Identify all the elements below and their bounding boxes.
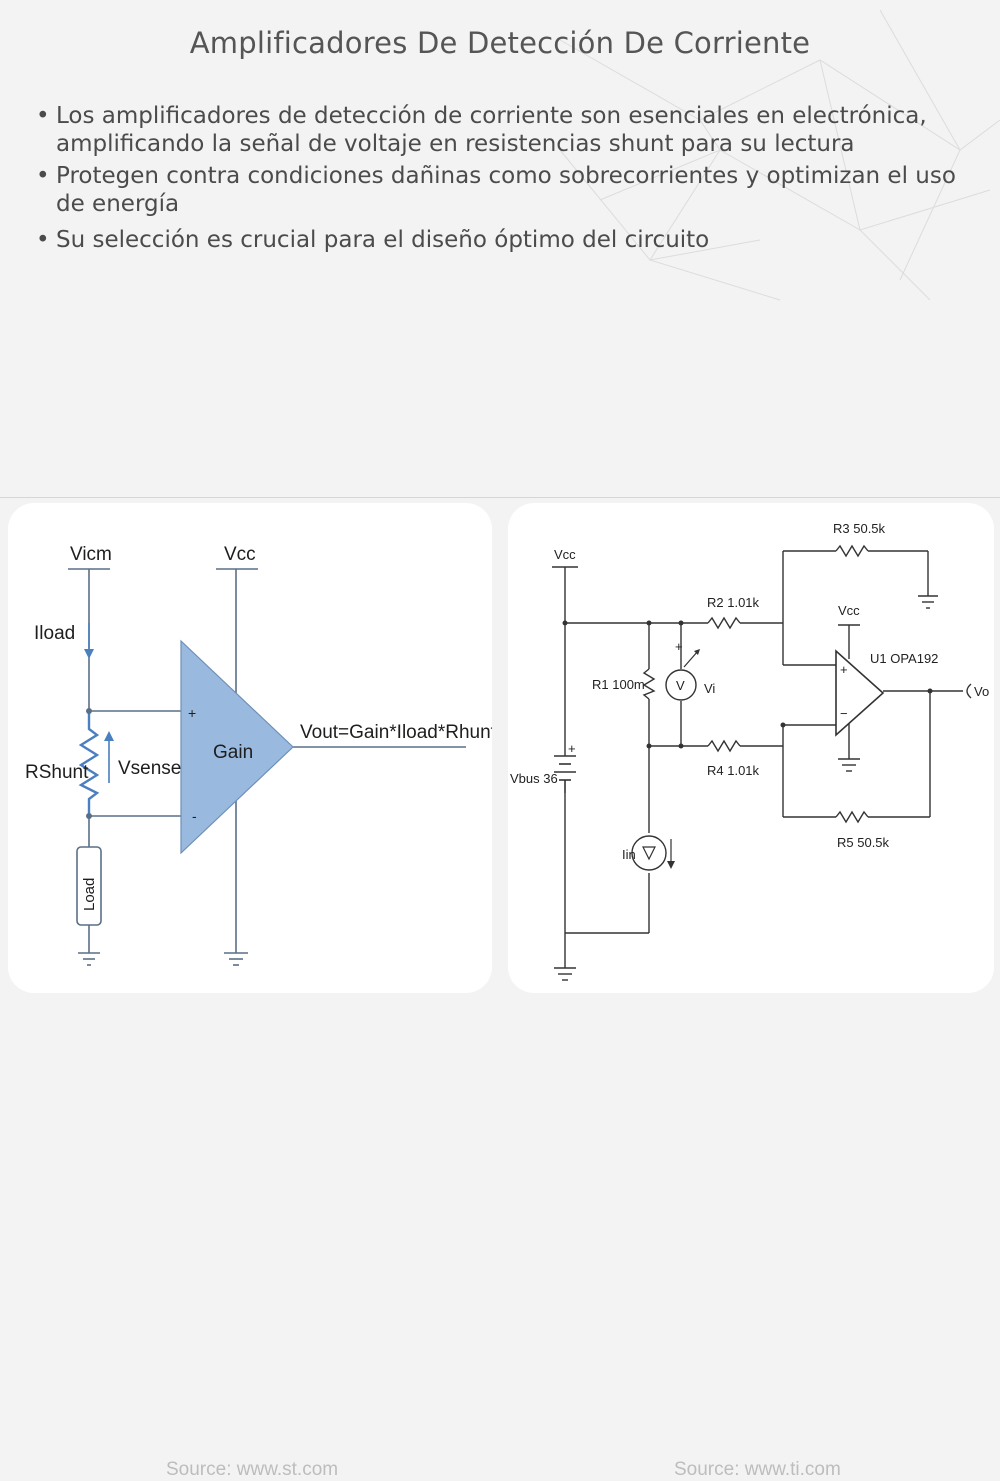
battery-plus: + — [568, 741, 576, 756]
rshunt-label: RShunt — [25, 762, 89, 783]
opamp-plus: + — [840, 662, 848, 677]
vsense-label: Vsense — [118, 758, 181, 779]
bullet-list: Los amplificadores de detección de corri… — [34, 102, 964, 258]
current-source-icon — [631, 835, 667, 871]
opamp-label: U1 OPA192 — [870, 651, 938, 666]
opamp-minus: − — [840, 706, 848, 721]
r3-label: R3 50.5k — [833, 521, 886, 536]
voltmeter-label: V — [676, 678, 685, 693]
r3-resistor — [835, 544, 869, 558]
divider — [0, 497, 1000, 498]
bullet-item: Protegen contra condiciones dañinas como… — [34, 162, 964, 218]
diagram-panel-left: Vicm Vcc Iload RShunt Vsense Gain + - Vo… — [8, 503, 492, 1480]
load-box — [76, 846, 102, 926]
source-label: Source: www.st.com — [166, 1459, 339, 1480]
shunt-resistor — [78, 713, 100, 816]
vout-formula: Vout=Gain*Iload*Rhunt — [300, 722, 492, 743]
r2-resistor — [707, 616, 741, 630]
vsense-arrow — [104, 731, 114, 783]
page-title: Amplificadores De Detección De Corriente — [189, 26, 811, 60]
r5-resistor — [835, 810, 869, 824]
r4-resistor — [707, 739, 741, 753]
opamp-current-sense-circuit: Vcc Vcc R3 50.5k R2 1.01k R1 100m V Vi U… — [510, 521, 989, 981]
gain-label: Gain — [213, 742, 253, 763]
r4-label: R4 1.01k — [707, 763, 760, 778]
bullet-item: Los amplificadores de detección de corri… — [34, 102, 964, 158]
plus-sign: + — [188, 705, 196, 721]
r2-label: R2 1.01k — [707, 595, 760, 610]
minus-sign: - — [192, 808, 197, 824]
vi-label: Vi — [704, 681, 715, 696]
vbus-label: Vbus 36 — [510, 771, 558, 786]
amplifier-triangle — [180, 639, 294, 855]
voltmeter-icon — [665, 669, 697, 701]
vcc-left-label: Vcc — [554, 547, 576, 562]
vcc-opamp-label: Vcc — [838, 603, 860, 618]
bullet-item: Su selección es crucial para el diseño ó… — [34, 226, 964, 254]
r1-label: R1 100m — [592, 677, 645, 692]
source-label: Source: www.ti.com — [674, 1459, 841, 1480]
iload-label: Iload — [34, 623, 75, 644]
vo-label: Vo — [974, 684, 989, 699]
r1-resistor — [642, 668, 656, 700]
current-sense-amp-diagram: Vicm Vcc Iload RShunt Vsense Gain + - Vo… — [25, 544, 492, 966]
vbus-battery — [554, 755, 576, 793]
load-label: Load — [81, 878, 98, 911]
iload-arrow — [84, 623, 94, 659]
diagram-panel-right: Vcc Vcc R3 50.5k R2 1.01k R1 100m V Vi U… — [508, 503, 994, 1480]
opamp-triangle — [835, 649, 885, 737]
vcc-label: Vcc — [224, 544, 256, 565]
iin-label: Iin — [622, 847, 636, 862]
node — [86, 708, 92, 714]
node — [86, 813, 92, 819]
r5-label: R5 50.5k — [837, 835, 890, 850]
voltmeter-plus: + — [675, 639, 683, 654]
vicm-label: Vicm — [70, 544, 112, 565]
